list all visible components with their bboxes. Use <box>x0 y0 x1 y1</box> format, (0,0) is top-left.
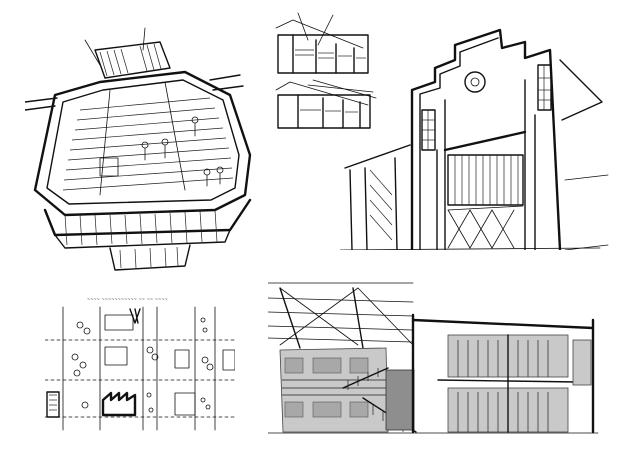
site-plan-drawing <box>45 306 235 431</box>
facade-studies <box>268 10 380 132</box>
axonometric-sketch <box>25 20 260 275</box>
site-plan-sketch: ~~~~ ~~~~~~~~~~~ ~~ ~~ ~~~~ <box>45 295 235 435</box>
gable-facade-drawing <box>340 28 609 250</box>
gable-facade-sketch <box>340 20 610 250</box>
facade-studies-drawing <box>275 12 377 129</box>
section-drawing <box>268 280 613 440</box>
axonometric-drawing <box>25 27 252 271</box>
section-drawing-svg <box>268 282 599 434</box>
site-plan-caption: ~~~~ ~~~~~~~~~~~ ~~ ~~ ~~~~ <box>87 297 168 303</box>
